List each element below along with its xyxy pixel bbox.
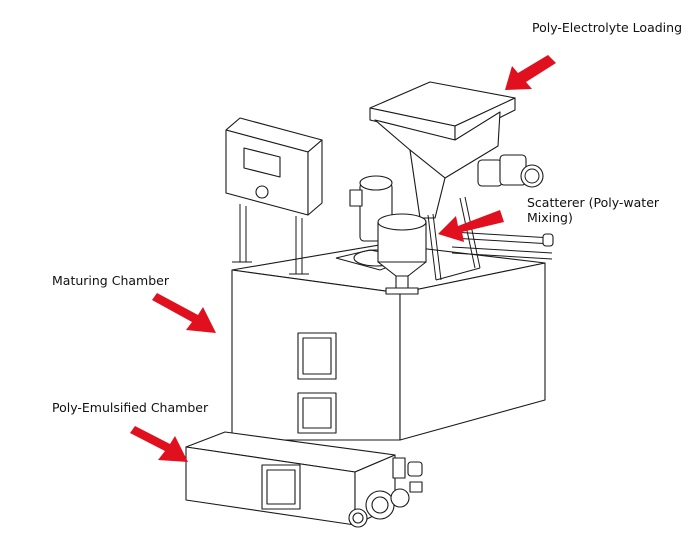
label-maturing-chamber: Maturing Chamber [52, 273, 169, 288]
label-poly-emulsified-chamber: Poly-Emulsified Chamber [52, 400, 209, 415]
label-scatterer-line2: Mixing) [527, 210, 573, 225]
scatterer [377, 213, 427, 295]
label-scatterer-line1: Scatterer (Poly-water [527, 195, 660, 210]
label-poly-electrolyte-loading: Poly-Electrolyte Loading [532, 20, 682, 35]
arrow-poly-emulsified-chamber [130, 426, 188, 462]
maturing-chamber-tank [231, 243, 546, 441]
valves [348, 457, 423, 528]
arrow-poly-electrolyte-loading [505, 55, 556, 90]
gear-motor [477, 154, 544, 188]
hopper [369, 81, 516, 219]
arrow-maturing-chamber [152, 293, 216, 333]
pipes [451, 231, 554, 260]
arrow-scatterer [438, 210, 504, 242]
poly-emulsified-chamber-tank [185, 431, 396, 526]
control-panel [225, 117, 323, 275]
